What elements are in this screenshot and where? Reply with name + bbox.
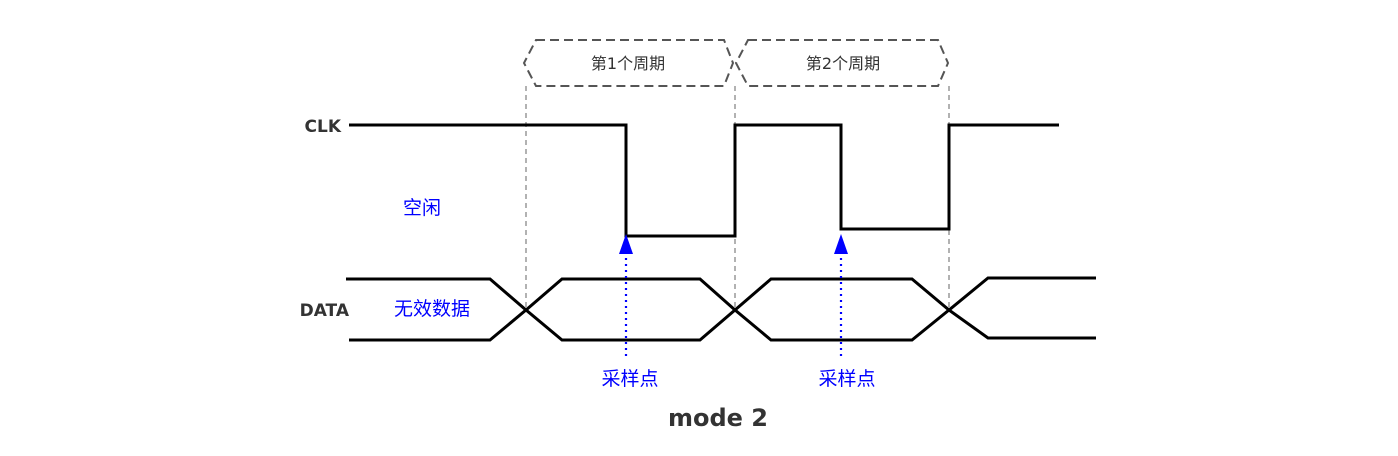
sample-point-1-label: 采样点 <box>601 368 658 390</box>
sample-point-2: 采样点 <box>818 234 876 390</box>
sample-point-2-label: 采样点 <box>818 368 875 390</box>
data-waveform <box>346 276 1096 342</box>
mode-caption: mode 2 <box>668 404 768 432</box>
period-2-label: 第2个周期 <box>806 54 880 73</box>
data-bottom-trace <box>349 308 1096 342</box>
sample-arrow-1-head <box>619 234 633 254</box>
period-1-box <box>522 39 735 87</box>
sample-point-1: 采样点 <box>601 234 659 390</box>
data-label: DATA <box>300 301 350 321</box>
invalid-data-label: 无效数据 <box>394 298 470 320</box>
clk-waveform <box>349 123 1059 238</box>
idle-label: 空闲 <box>403 197 441 219</box>
period-2-box <box>734 39 950 87</box>
period-2: 第2个周期 <box>734 39 950 87</box>
period-1: 第1个周期 <box>522 39 735 87</box>
clk-label: CLK <box>305 117 342 137</box>
period-1-label: 第1个周期 <box>591 54 665 73</box>
sample-arrow-2-head <box>834 234 848 254</box>
